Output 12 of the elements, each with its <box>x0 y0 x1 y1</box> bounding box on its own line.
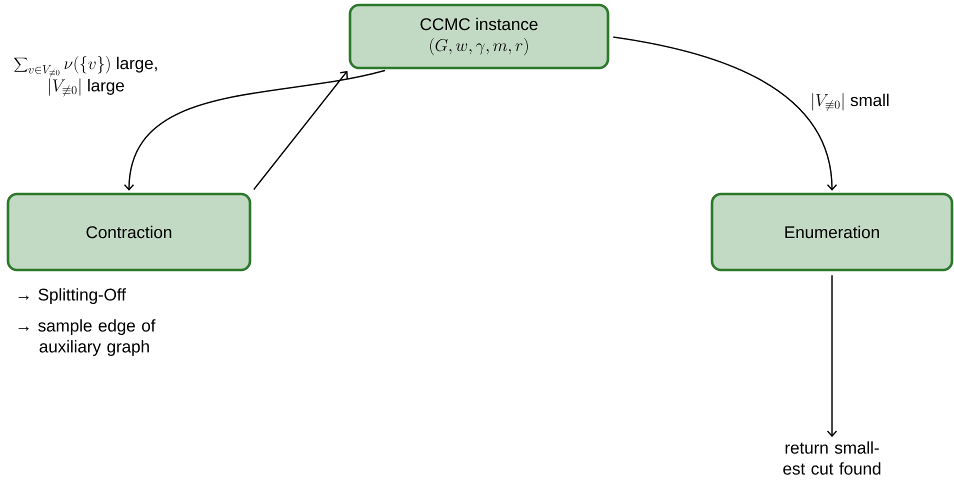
edge-label: $|V_{\not\equiv 0}|\mbox{ small}$ <box>809 92 891 112</box>
note-text: → Splitting-Off <box>18 288 126 304</box>
process-box: Enumeration <box>710 192 954 272</box>
process-box: CCMC instance $(G, w, \gamma, m, r)$ <box>348 4 610 70</box>
arrow <box>124 70 386 191</box>
process-box: Contraction <box>6 192 252 272</box>
arrow <box>826 275 838 438</box>
arrow <box>253 70 348 190</box>
edge-label: $\begin{array}{c}\displaystyle\sum\nolimits_{v\in V_{\not\equiv 0}} \nu(\{v\})\mbox{ large,}\\ |V_{\not\equiv 0}|\mbox{ large}\end{array}$ <box>8 53 164 99</box>
note-text: → sample edge of auxiliary graph <box>18 319 156 356</box>
result-text: return small- est cut found <box>783 441 880 475</box>
arrow <box>613 36 838 191</box>
